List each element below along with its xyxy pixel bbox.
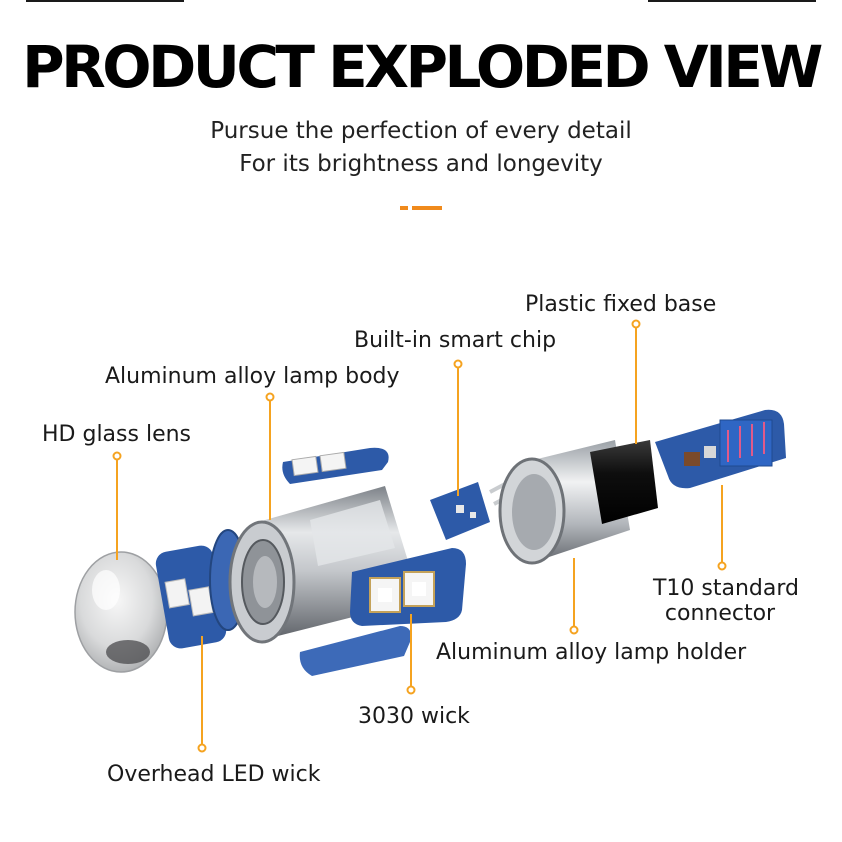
t10-connector-part <box>655 409 786 489</box>
top-rule-left <box>26 0 184 2</box>
subtitle-line-2: For its brightness and longevity <box>239 151 603 177</box>
label-aluminum-alloy-lamp-holder: Aluminum alloy lamp holder <box>436 640 747 665</box>
smart-chip-board-part <box>430 482 490 540</box>
label-plastic-fixed-base: Plastic fixed base <box>525 292 717 317</box>
page-title: PRODUCT EXPLODED VIEW <box>22 33 823 101</box>
bottom-board-part <box>299 626 411 676</box>
top-led-board-part <box>282 447 389 484</box>
label-overhead-led-wick: Overhead LED wick <box>107 762 321 787</box>
label-3030-wick: 3030 wick <box>358 704 470 729</box>
label-t10-connector-line2: connector <box>664 601 776 626</box>
top-rule-right <box>648 0 816 2</box>
hd-glass-lens-part <box>74 551 168 673</box>
accent-dash-short <box>400 206 408 210</box>
label-built-in-smart-chip: Built-in smart chip <box>354 328 557 353</box>
label-aluminum-alloy-lamp-body: Aluminum alloy lamp body <box>105 364 400 389</box>
overhead-led-wick-part <box>155 545 227 649</box>
aluminum-lamp-holder-part <box>498 440 658 565</box>
label-hd-glass-lens: HD glass lens <box>42 422 192 447</box>
accent-dash-long <box>412 206 442 210</box>
wick-3030-part <box>350 548 466 626</box>
subtitle-line-1: Pursue the perfection of every detail <box>210 118 632 144</box>
label-t10-connector-line1: T10 standard <box>652 576 799 601</box>
